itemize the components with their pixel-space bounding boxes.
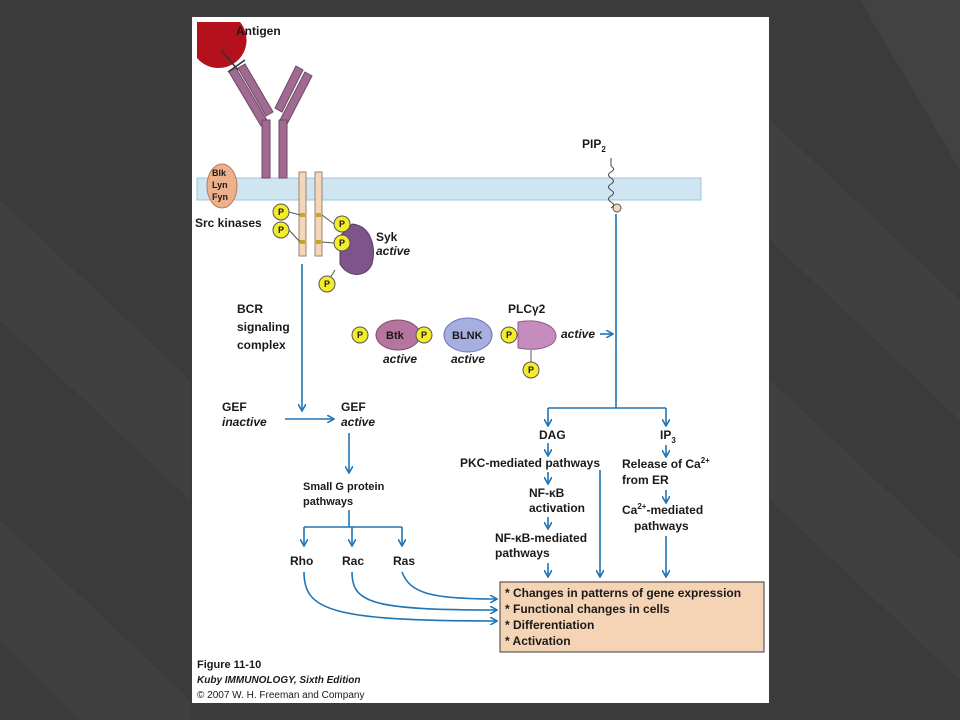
figure-number: Figure 11-10 (197, 659, 261, 671)
src-kinases-title: Src kinases (195, 216, 262, 230)
phospho-group: P (522, 361, 540, 379)
btk-label: Btk (386, 330, 405, 342)
syk-label: Syk (376, 230, 398, 244)
nfkb-activation-line2: activation (529, 501, 585, 515)
rho-label: Rho (290, 554, 313, 568)
gef-inactive-state: inactive (222, 415, 267, 429)
blnk-protein (443, 317, 493, 353)
plc-label: PLCγ2 (508, 302, 546, 316)
svg-text:P: P (339, 238, 345, 248)
svg-text:P: P (421, 330, 427, 340)
ca-release-line1: Release of Ca2+ (622, 456, 710, 471)
gef-active-label: GEF (341, 400, 366, 414)
arrow-rho-to-outcomes (303, 571, 496, 621)
outcome-activation: * Activation (505, 634, 571, 648)
svg-text:P: P (278, 225, 284, 235)
plc-state: active (561, 327, 595, 341)
phospho-group: P (333, 234, 351, 252)
outcome-functional-changes: * Functional changes in cells (505, 602, 670, 616)
antigen-contact-bar (227, 59, 246, 73)
small-g-line1: Small G protein (303, 481, 385, 493)
src-kinase-blk: Blk (212, 168, 227, 178)
bcr-complex-line1: BCR (237, 302, 263, 316)
svg-text:P: P (339, 219, 345, 229)
ca-release-line2: from ER (622, 473, 669, 487)
arrow-ras-to-outcomes (401, 571, 496, 599)
pip2-head (612, 203, 622, 213)
plc-gamma2-protein (517, 320, 557, 350)
src-kinase-lyn: Lyn (212, 180, 228, 190)
phospho-group: P (500, 326, 518, 344)
syk-state: active (376, 244, 410, 258)
pip2-lipid-tail (608, 165, 614, 209)
cell-membrane (196, 177, 702, 201)
ip3-label: IP3 (660, 428, 676, 445)
rac-label: Rac (342, 554, 364, 568)
pip2-label: PIP2 (582, 137, 606, 154)
svg-text:P: P (278, 207, 284, 217)
itam-marks (300, 213, 321, 244)
phospho-link (288, 229, 301, 243)
nfkb-activation-line1: NF-κB (529, 486, 565, 500)
phospho-link (321, 241, 335, 244)
blnk-state: active (451, 352, 485, 366)
svg-text:P: P (506, 330, 512, 340)
btk-state: active (383, 352, 417, 366)
antigen-shape (197, 22, 247, 69)
outcome-differentiation: * Differentiation (505, 618, 594, 632)
phospho-group: P (351, 326, 369, 344)
phospho-group: P (272, 221, 290, 239)
syk-kinase (339, 223, 374, 275)
phospho-link (321, 214, 335, 225)
gef-inactive-label: GEF (222, 400, 247, 414)
bcr-complex-line2: signaling (237, 320, 290, 334)
svg-text:P: P (324, 279, 330, 289)
blnk-label: BLNK (452, 330, 483, 342)
nfkb-pathways-line1: NF-κB-mediated (495, 531, 587, 545)
bcr-receptor (228, 63, 313, 179)
dag-label: DAG (539, 428, 566, 442)
svg-text:P: P (357, 330, 363, 340)
figure-copyright: © 2007 W. H. Freeman and Company (197, 690, 364, 701)
antigen-label: Antigen (236, 24, 281, 38)
src-kinases-blob (206, 163, 238, 209)
arrow-rac-to-outcomes (351, 571, 496, 610)
ca-mediated-line1: Ca2+-mediated (622, 502, 703, 517)
phospho-group: P (415, 326, 433, 344)
phospho-group: P (333, 215, 351, 233)
svg-text:P: P (528, 365, 534, 375)
phospho-group: P (272, 203, 290, 221)
phospho-group: P (318, 275, 336, 293)
small-g-line2: pathways (303, 496, 353, 508)
pkc-label: PKC-mediated pathways (460, 456, 600, 470)
nfkb-pathways-line2: pathways (495, 546, 550, 560)
bcr-complex-line3: complex (237, 338, 286, 352)
src-kinase-fyn: Fyn (212, 192, 228, 202)
ca-mediated-line2: pathways (634, 519, 689, 533)
outcomes-box (499, 581, 765, 653)
phospho-link (288, 211, 301, 216)
figure-book-title: Kuby IMMUNOLOGY, Sixth Edition (197, 675, 361, 686)
outcome-gene-expression: * Changes in patterns of gene expression (505, 586, 741, 600)
ras-label: Ras (393, 554, 415, 568)
gef-active-state: active (341, 415, 375, 429)
